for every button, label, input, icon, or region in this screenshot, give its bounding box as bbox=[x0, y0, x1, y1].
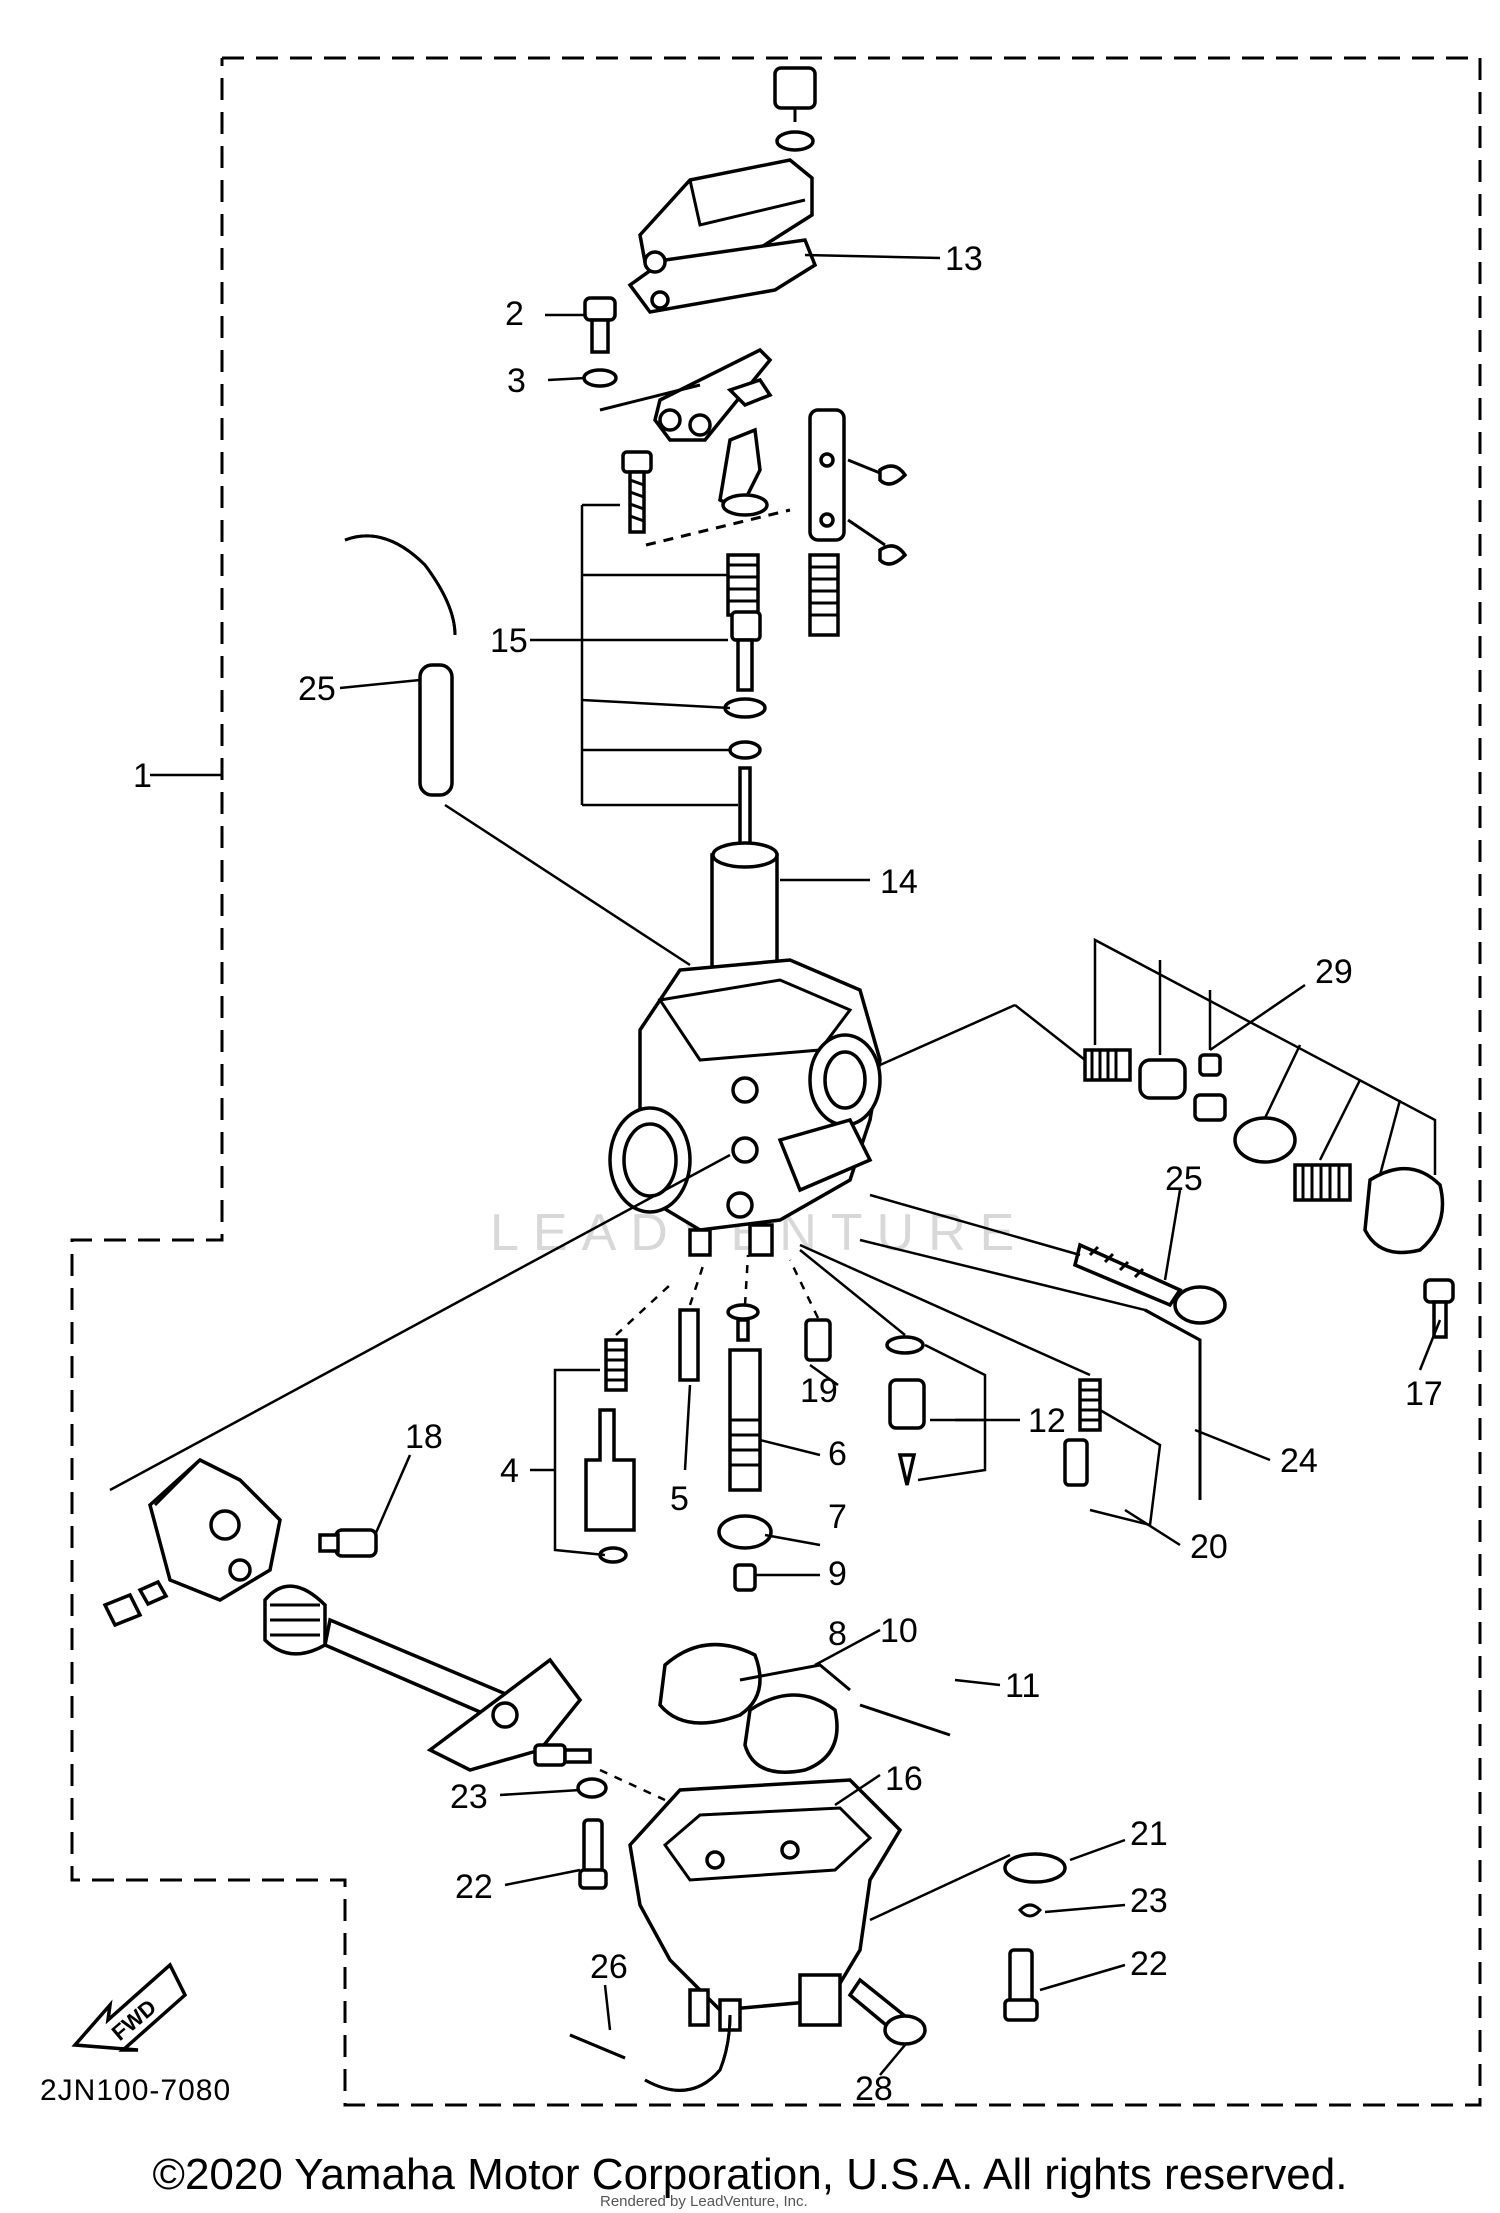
callout-25: 25 bbox=[298, 670, 336, 708]
callout-11: 11 bbox=[1005, 1667, 1040, 1705]
callout-23-right: 23 bbox=[1130, 1882, 1168, 1920]
callout-24: 24 bbox=[1280, 1442, 1318, 1480]
float-bowl bbox=[599, 1768, 903, 2032]
callout-17: 17 bbox=[1405, 1375, 1443, 1413]
callout-2: 2 bbox=[505, 295, 524, 333]
callout-23-left: 23 bbox=[450, 1778, 488, 1816]
callout-22-right: 22 bbox=[1130, 1945, 1168, 1983]
callout-19: 19 bbox=[800, 1372, 838, 1410]
callout-15: 15 bbox=[490, 622, 528, 660]
callout-3: 3 bbox=[507, 362, 526, 400]
float-assembly bbox=[658, 1642, 951, 1774]
callout-8: 8 bbox=[828, 1615, 847, 1653]
callout-20: 20 bbox=[1190, 1528, 1228, 1566]
drawing-code: 2JN100-7080 bbox=[40, 2074, 231, 2107]
callout-12: 12 bbox=[1028, 1402, 1066, 1440]
rendered-by-note: Rendered by LeadVenture, Inc. bbox=[600, 2193, 808, 2210]
bowl-screws bbox=[533, 1743, 1067, 2046]
carb-top-cover bbox=[627, 66, 818, 314]
screw-2-washer-3 bbox=[582, 296, 618, 388]
callout-14: 14 bbox=[880, 863, 918, 901]
callout-1: 1 bbox=[133, 757, 152, 795]
copyright-footer: ©2020 Yamaha Motor Corporation, U.S.A. A… bbox=[152, 2150, 1348, 2199]
fwd-arrow: FWD bbox=[71, 1962, 188, 2052]
throttle-linkage bbox=[599, 347, 908, 566]
carburetor-exploded-diagram: LEADVENTURE bbox=[40, 56, 1482, 2108]
callout-18: 18 bbox=[405, 1418, 443, 1456]
callout-28: 28 bbox=[855, 2070, 893, 2108]
assembly-boundary bbox=[70, 56, 1482, 2107]
carburetor-body bbox=[608, 958, 882, 1257]
jets-and-needles bbox=[553, 1243, 1162, 1592]
callout-4: 4 bbox=[500, 1452, 519, 1490]
callout-5: 5 bbox=[670, 1480, 689, 1518]
callout-9: 9 bbox=[828, 1555, 847, 1593]
throttle-shaft bbox=[102, 1153, 731, 1772]
vent-hose-25 bbox=[344, 534, 691, 967]
drain-hose-26 bbox=[569, 2014, 732, 2092]
callout-21: 21 bbox=[1130, 1815, 1168, 1853]
callout-7: 7 bbox=[828, 1498, 847, 1536]
callout-10: 10 bbox=[880, 1612, 918, 1650]
callout-13: 13 bbox=[945, 240, 983, 278]
callout-22-left: 22 bbox=[455, 1868, 493, 1906]
callout-26: 26 bbox=[590, 1948, 628, 1986]
overflow-hose-24 bbox=[859, 1238, 1202, 1500]
needle-assembly bbox=[580, 450, 840, 1000]
callout-16: 16 bbox=[885, 1760, 923, 1798]
callout-27: 25 bbox=[1165, 1160, 1203, 1198]
callout-6: 6 bbox=[828, 1435, 847, 1473]
callout-29: 29 bbox=[1315, 953, 1353, 991]
pilot-screw-27 bbox=[869, 1193, 1227, 1325]
accelerator-pump-assembly bbox=[879, 937, 1455, 1339]
callout-leaders bbox=[150, 253, 1442, 2076]
